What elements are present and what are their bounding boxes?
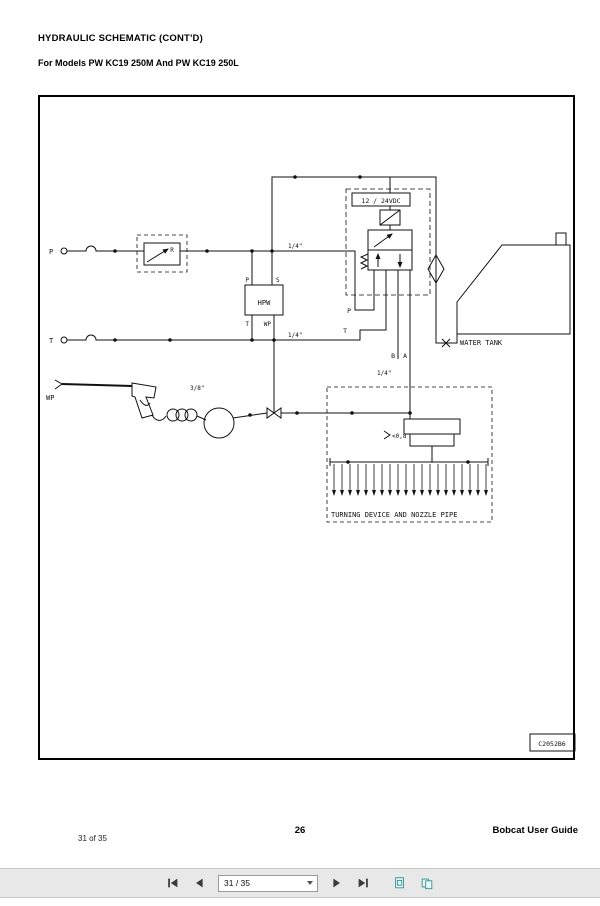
- drawing-code-box: [529, 733, 576, 752]
- tank-vent-icon: [555, 232, 567, 245]
- water-tank-label: WATER TANK: [460, 339, 503, 347]
- next-page-icon: [333, 878, 340, 888]
- footer-page-number: 26: [294, 825, 306, 836]
- page-input[interactable]: [219, 878, 307, 888]
- footer-doc-name: Bobcat User Guide: [492, 825, 578, 836]
- page-input-dropdown-icon[interactable]: [307, 881, 313, 885]
- hose-coil-icon: [166, 408, 180, 422]
- previous-page-icon: [196, 878, 203, 888]
- valve-port-p-label: P: [347, 307, 351, 315]
- valve-port-t-label: T: [343, 327, 347, 335]
- previous-page-button[interactable]: [191, 874, 209, 892]
- page-title: HYDRAULIC SCHEMATIC (CONT'D): [38, 33, 203, 44]
- hpw-pump: [244, 251, 284, 413]
- last-page-icon: [358, 878, 368, 888]
- pressure-regulator: [136, 234, 188, 273]
- p-supply-line: [60, 245, 375, 311]
- hydraulic-schematic-drawing: P T WP R HPW P S T WP 12 / 24VDC P T B A…: [46, 175, 576, 752]
- shutoff-valve-icon: [266, 407, 275, 419]
- footer-page-label: 31 of 35: [78, 834, 107, 843]
- valve-port-a-label: A: [403, 352, 407, 360]
- water-tank-symbol: [456, 232, 571, 335]
- tank-suction-line: [271, 176, 458, 348]
- fit-width-button[interactable]: [418, 874, 436, 892]
- port-t-label: T: [49, 337, 54, 345]
- page-subtitle: For Models PW KC19 250M And PW KC19 250L: [38, 58, 239, 68]
- turning-device: [326, 386, 493, 523]
- voltage-label: 12 / 24VDC: [361, 197, 400, 205]
- orifice-label: <0,8: [392, 433, 407, 440]
- turning-device-label: TURNING DEVICE AND NOZZLE PIPE: [331, 511, 457, 519]
- hose-size-label: 3/8": [190, 385, 204, 392]
- hpw-port-wp-label: WP: [264, 321, 272, 328]
- first-page-button[interactable]: [164, 874, 182, 892]
- hpw-port-p-label: P: [245, 277, 249, 284]
- spray-gun-circuit: [54, 379, 410, 439]
- last-page-button[interactable]: [354, 874, 372, 892]
- schematic-labels: P T WP R HPW P S T WP 12 / 24VDC P T B A…: [46, 197, 566, 748]
- pdf-viewer-toolbar: [0, 868, 600, 898]
- next-page-button[interactable]: [327, 874, 345, 892]
- junction-dots: [113, 175, 470, 464]
- port-p-label: P: [49, 248, 53, 256]
- pipe-size-label: 1/4": [288, 243, 302, 250]
- hpw-label: HPW: [258, 299, 271, 307]
- orifice-arrow-icon: [383, 430, 391, 440]
- hpw-port-t-label: T: [245, 321, 249, 328]
- pipe-size-label: 1/4": [288, 332, 302, 339]
- pipe-size-label: 1/4": [377, 370, 391, 377]
- drawing-code: C2052B6: [538, 740, 565, 748]
- fit-width-icon: [421, 878, 433, 890]
- page-input-wrap: [218, 874, 318, 892]
- schematic-frame: P T WP R HPW P S T WP 12 / 24VDC P T B A…: [38, 95, 576, 760]
- valve-spring-icon: [359, 253, 369, 270]
- port-wp-label: WP: [46, 394, 54, 402]
- first-page-icon: [168, 878, 178, 888]
- solenoid-valve: [345, 177, 431, 419]
- hpw-port-s-label: S: [276, 277, 280, 284]
- spray-gun-icon: [131, 382, 157, 419]
- nozzle-tip-icon: [54, 379, 63, 390]
- valve-port-b-label: B: [391, 352, 395, 360]
- hose-reel-icon: [203, 407, 235, 439]
- t-return-line: [60, 270, 387, 344]
- regulator-label: R: [170, 247, 174, 254]
- fit-page-icon: [395, 877, 404, 889]
- fit-page-button[interactable]: [391, 874, 409, 892]
